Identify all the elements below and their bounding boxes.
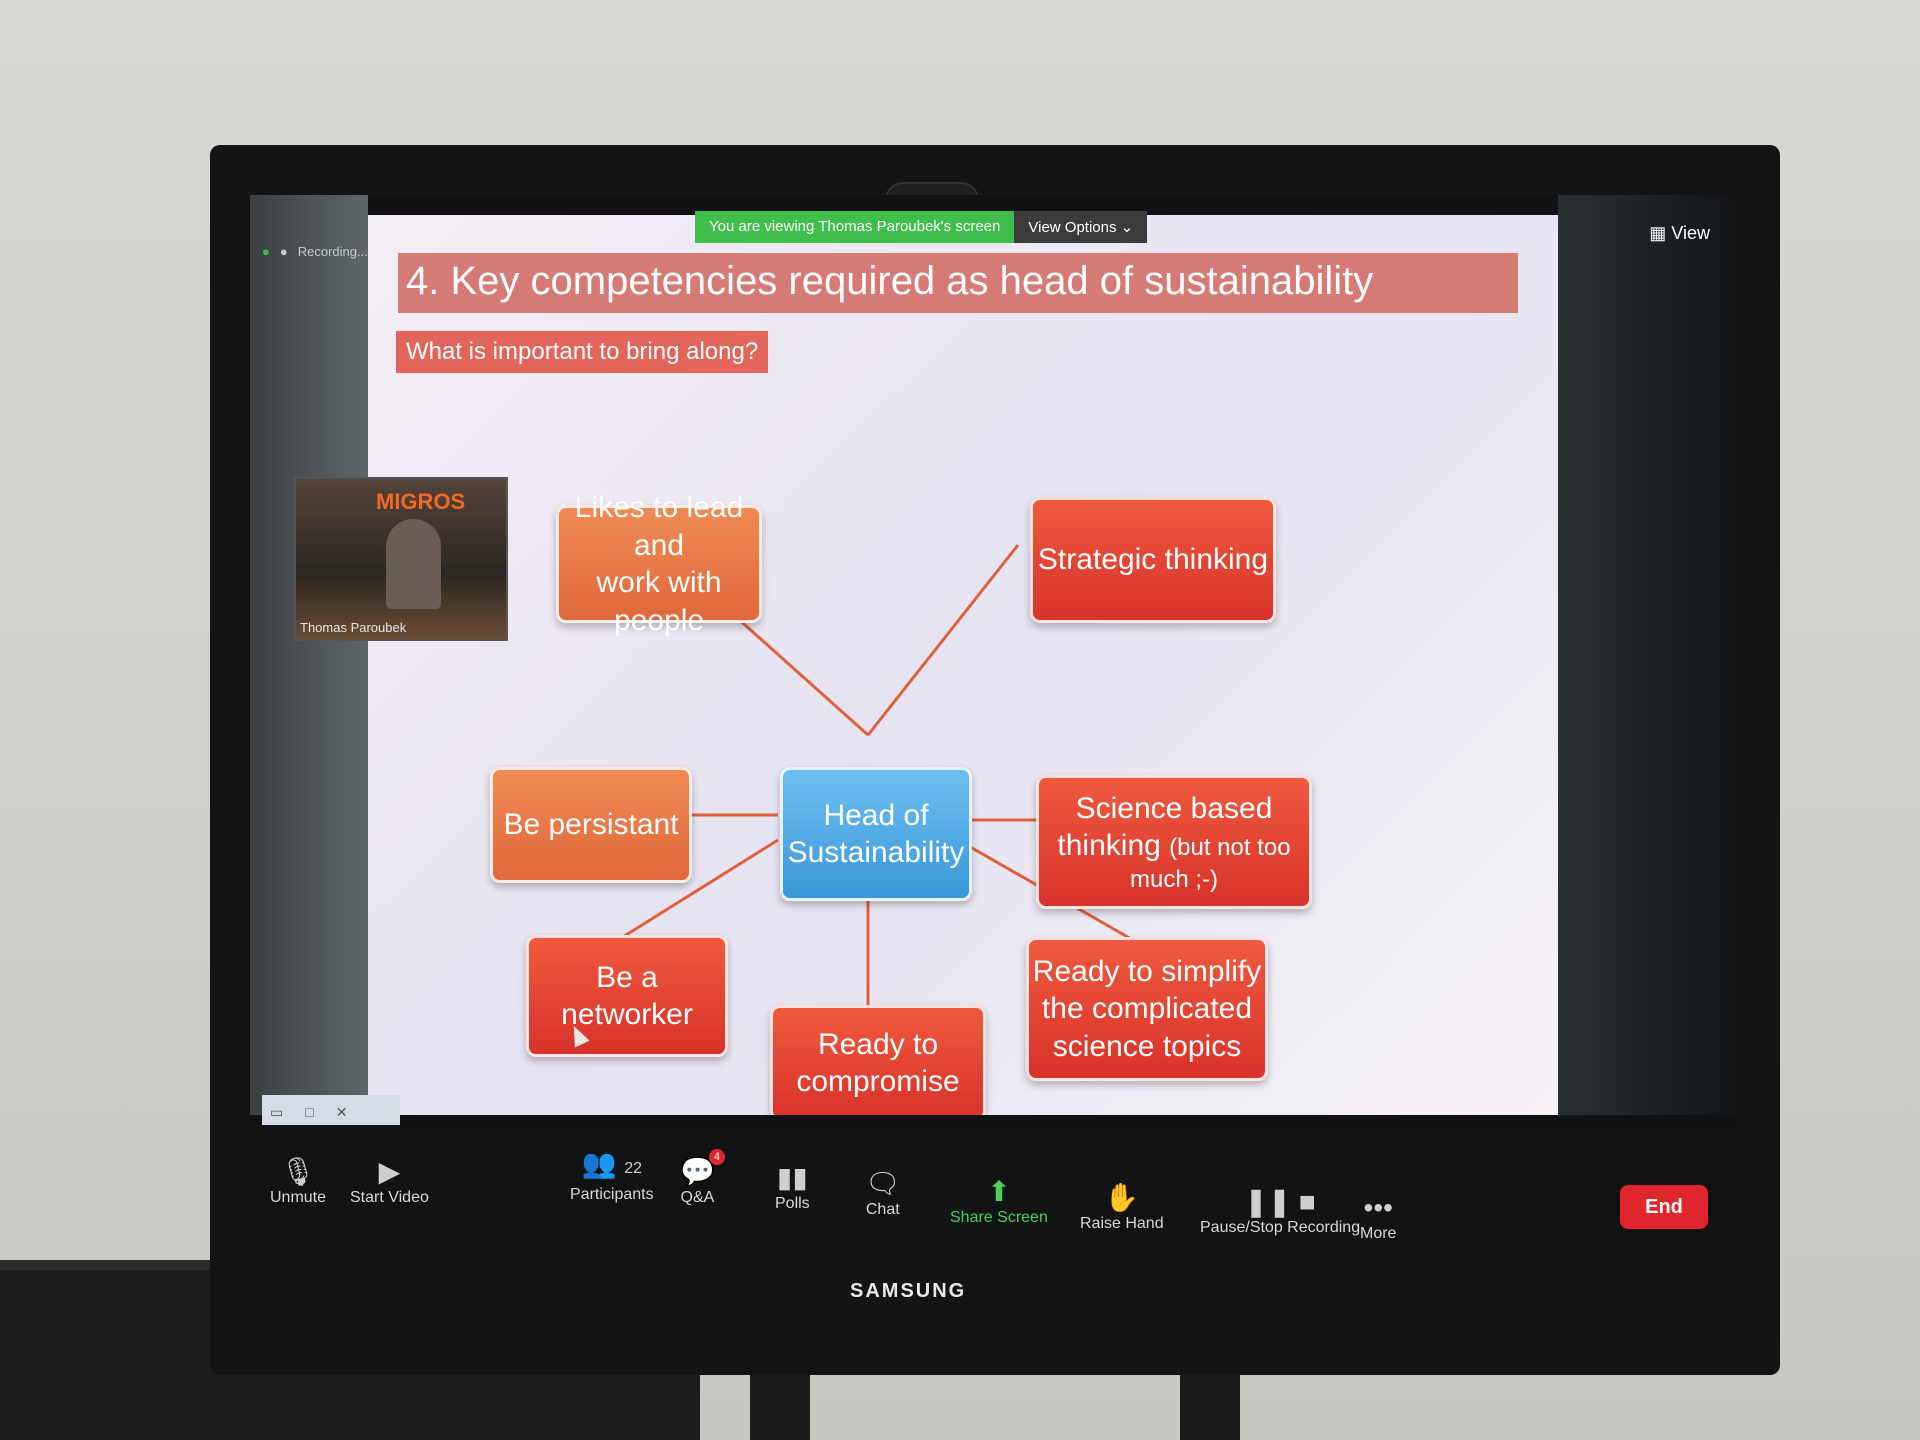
node-strategic: Strategic thinking bbox=[1030, 497, 1276, 623]
participant-figure bbox=[386, 519, 441, 609]
participants-icon: 👥 22 bbox=[581, 1148, 643, 1179]
participants-label: Participants bbox=[570, 1186, 654, 1203]
viewing-banner: You are viewing Thomas Paroubek's screen… bbox=[695, 211, 1148, 243]
title-band bbox=[398, 253, 1518, 313]
chat-button[interactable]: 🗨 Chat bbox=[865, 1167, 901, 1219]
node-simplify-line1: Ready to simplify bbox=[1032, 954, 1262, 988]
more-label: More bbox=[1360, 1225, 1397, 1242]
share-screen-icon: ⬆ bbox=[987, 1176, 1011, 1207]
hand-icon: ✋ bbox=[1104, 1182, 1140, 1213]
participants-button[interactable]: 👥 22 Participants bbox=[570, 1147, 654, 1204]
pause-stop-icon: ❚❚ ■ bbox=[1244, 1186, 1316, 1217]
qa-badge: 4 bbox=[708, 1149, 725, 1165]
node-science-line1: Science based bbox=[1075, 791, 1273, 825]
slide-title: 4. Key competencies required as head of … bbox=[406, 259, 1374, 303]
slide-subtitle: What is important to bring along? bbox=[396, 331, 769, 373]
start-video-button[interactable]: ▶ Start Video bbox=[350, 1155, 429, 1207]
shield-icon: ● bbox=[262, 243, 270, 259]
node-simplify-line2: the complicated bbox=[1041, 992, 1253, 1026]
connector-line bbox=[866, 544, 1020, 736]
node-science: Science based thinking (but not too much… bbox=[1036, 775, 1312, 909]
tv-brand-label: SAMSUNG bbox=[850, 1280, 967, 1302]
share-screen-label: Share Screen bbox=[950, 1209, 1048, 1226]
restore-icon[interactable]: □ bbox=[305, 1104, 314, 1120]
node-science-line2: thinking bbox=[1057, 829, 1161, 862]
meeting-toolbar: 🎙 Unmute ▶ Start Video 👥 22 Participants… bbox=[250, 1125, 1740, 1245]
qa-button[interactable]: 💬 4 Q&A bbox=[680, 1149, 725, 1207]
recording-icon: ● bbox=[279, 243, 288, 259]
node-simplify-line3: science topics bbox=[1052, 1029, 1242, 1063]
node-center-line2: Sustainability bbox=[787, 836, 965, 869]
unmute-label: Unmute bbox=[270, 1189, 327, 1206]
participants-count: 22 bbox=[624, 1160, 643, 1177]
raise-hand-label: Raise Hand bbox=[1080, 1215, 1164, 1232]
zoom-window: ▦ View ● ● Recording... ❚❚ ■ 4. Key comp… bbox=[250, 195, 1740, 1245]
raise-hand-button[interactable]: ✋ Raise Hand bbox=[1080, 1181, 1164, 1233]
close-icon[interactable]: ✕ bbox=[335, 1103, 348, 1120]
more-icon: ••• bbox=[1363, 1192, 1393, 1223]
recording-label: Recording... bbox=[297, 243, 368, 259]
node-science-note2: much ;-) bbox=[1129, 865, 1218, 893]
pause-stop-recording-label: Pause/Stop Recording bbox=[1200, 1219, 1361, 1236]
chat-label: Chat bbox=[865, 1201, 900, 1218]
polls-label: Polls bbox=[775, 1195, 810, 1212]
node-lead-line2: work with people bbox=[596, 566, 722, 637]
node-simplify: Ready to simplify the complicated scienc… bbox=[1026, 937, 1268, 1081]
left-strip bbox=[250, 195, 368, 1115]
view-button[interactable]: ▦ View bbox=[1649, 223, 1710, 244]
video-off-icon: ▶ bbox=[378, 1156, 401, 1187]
view-button-label: View bbox=[1671, 223, 1710, 243]
node-center-line1: Head of bbox=[823, 798, 929, 832]
node-persistant: Be persistant bbox=[490, 767, 692, 883]
shared-slide: 4. Key competencies required as head of … bbox=[368, 215, 1558, 1115]
unmute-button[interactable]: 🎙 Unmute bbox=[270, 1155, 326, 1207]
view-options-button[interactable]: View Options ⌄ bbox=[1014, 211, 1148, 243]
start-video-label: Start Video bbox=[350, 1189, 429, 1206]
share-screen-button[interactable]: ⬆ Share Screen bbox=[950, 1175, 1048, 1227]
camera-icon: ▭ bbox=[270, 1103, 284, 1120]
qa-icon: 💬 4 bbox=[680, 1149, 725, 1189]
end-button[interactable]: End bbox=[1620, 1185, 1708, 1229]
node-science-note1: (but not too bbox=[1169, 834, 1291, 861]
microphone-muted-icon: 🎙 bbox=[280, 1156, 316, 1187]
node-compromise: Ready to compromise bbox=[770, 1005, 986, 1115]
viewing-banner-text: You are viewing Thomas Paroubek's screen bbox=[695, 211, 1015, 243]
connector-line bbox=[617, 838, 779, 942]
polls-icon: ▮▮ bbox=[776, 1162, 808, 1193]
qa-label: Q&A bbox=[680, 1189, 715, 1206]
grid-icon: ▦ bbox=[1649, 223, 1667, 243]
node-center: Head of Sustainability bbox=[780, 767, 972, 901]
node-lead-line1: Likes to lead and bbox=[574, 491, 744, 562]
participant-video-thumbnail[interactable]: MIGROS Thomas Paroubek bbox=[294, 477, 508, 641]
node-networker: Be a networker bbox=[526, 935, 728, 1057]
more-button[interactable]: ••• More bbox=[1360, 1191, 1396, 1243]
thumbnail-name: Thomas Paroubek bbox=[300, 620, 407, 635]
right-panel: ▦ View bbox=[1558, 195, 1740, 1115]
thumbnail-brand: MIGROS bbox=[376, 489, 466, 514]
node-compromise-line2: compromise bbox=[796, 1065, 960, 1098]
polls-button[interactable]: ▮▮ Polls bbox=[775, 1161, 810, 1213]
pause-stop-recording-button[interactable]: ❚❚ ■ Pause/Stop Recording bbox=[1200, 1185, 1360, 1237]
chat-icon: 🗨 bbox=[865, 1168, 901, 1199]
node-compromise-line1: Ready to bbox=[817, 1027, 939, 1061]
node-lead: Likes to lead and work with people bbox=[556, 491, 762, 637]
mini-window[interactable]: ▭ □ ✕ bbox=[262, 1095, 400, 1129]
